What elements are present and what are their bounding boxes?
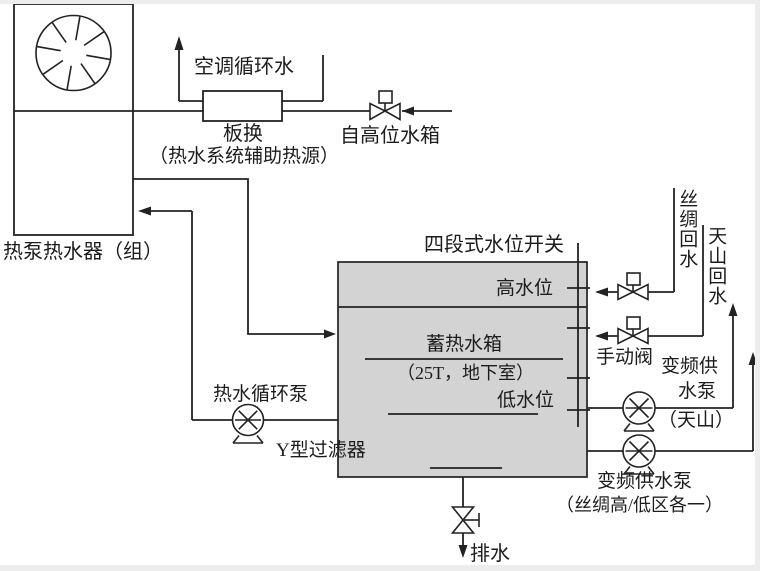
tianshan-return-label: 天山回水 xyxy=(705,226,727,306)
vf-pump-tianshan-pipe xyxy=(587,310,734,409)
silk-return-valve-icon xyxy=(617,272,649,301)
tank-location-note: （25T，地下室） xyxy=(397,363,534,383)
heat-pump-label: 热泵热水器（组） xyxy=(3,241,163,263)
storage-tank xyxy=(337,261,588,478)
manual-valve-icon xyxy=(617,316,649,345)
tank-name-label: 蓄热水箱 xyxy=(426,334,503,355)
ac-water-label: 空调循环水 xyxy=(194,56,294,78)
tank-supply-pipe xyxy=(133,178,330,335)
scan-edge-top xyxy=(0,0,760,4)
vf-pump-tianshan-label-line1: 变频供 xyxy=(661,356,719,377)
vf-pump-tianshan-label-line2: 水泵 xyxy=(678,381,717,402)
plate-hx-label: 板换 xyxy=(223,123,263,145)
heat-pump-unit xyxy=(13,3,134,236)
low-level-label: 低水位 xyxy=(497,390,555,411)
vf-pump-silk-pipe xyxy=(587,359,754,452)
silk-return-label: 丝绸回水 xyxy=(676,189,698,269)
circulation-pump-label: 热水循环泵 xyxy=(213,384,309,405)
vf-pump-tianshan-icon xyxy=(622,391,656,432)
vf-pump-silk-label: 变频供水泵 xyxy=(597,471,693,492)
drain-valve-icon xyxy=(450,506,480,534)
y-filter-label: Y型过滤器 xyxy=(276,440,366,461)
vf-pump-silk-icon xyxy=(622,434,656,475)
inlet-valve-icon xyxy=(369,90,401,121)
circulation-pump-icon xyxy=(231,403,265,444)
high-level-label: 高水位 xyxy=(496,278,554,299)
plate-heat-exchanger xyxy=(202,90,283,122)
fan-icon xyxy=(35,14,112,92)
plate-hx-note: （热水系统辅助热源） xyxy=(149,146,340,167)
vf-pump-tianshan-note: （天山） xyxy=(658,410,735,431)
manual-valve-label: 手动阀 xyxy=(596,347,654,368)
vf-pump-silk-note: （丝绸高/低区各一） xyxy=(556,495,724,515)
level-switch-probe xyxy=(567,243,590,427)
tank-return-pipe xyxy=(145,210,338,421)
level-switch-label: 四段式水位开关 xyxy=(424,234,564,256)
drain-label: 排水 xyxy=(470,543,510,565)
scan-edge-right xyxy=(755,0,760,571)
scan-edge-bottom xyxy=(0,565,760,571)
inlet-source-label: 自高位水箱 xyxy=(340,125,440,147)
